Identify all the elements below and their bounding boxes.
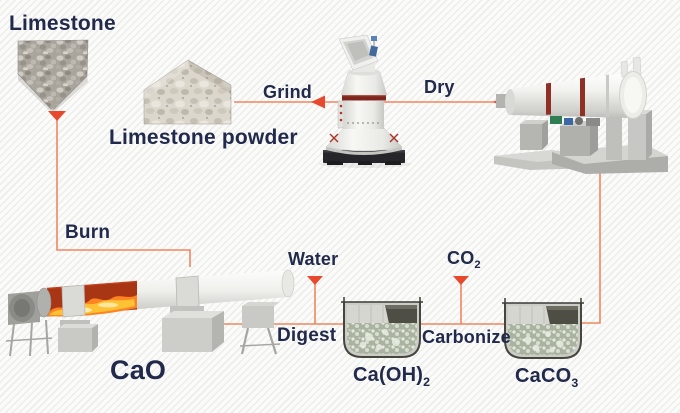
- limestone-powder-pile-image: [143, 59, 232, 125]
- caoh2-subscript: 2: [423, 374, 431, 389]
- grinding-mill-image: [319, 34, 411, 168]
- flow-line-limestone-to-kiln: [56, 118, 191, 267]
- mill-flared-drum: [325, 127, 403, 155]
- carbonation-tank-image: [502, 298, 584, 359]
- dryer-cylinder: [496, 56, 647, 119]
- kiln-supports: [5, 302, 281, 357]
- kiln-left-end: [8, 287, 52, 325]
- kiln-flame: [46, 280, 138, 317]
- carbonize-step-label: Carbonize: [422, 327, 511, 347]
- dry-step-label: Dry: [424, 77, 455, 97]
- cao-label: CaO: [110, 355, 167, 385]
- caoh2-formula: Ca(OH): [353, 364, 424, 386]
- caco3-formula: CaCO: [515, 365, 572, 387]
- arrow-down-water-icon: [307, 276, 323, 285]
- mill-mid-cylinder: [337, 95, 386, 129]
- dryer-drive-motors: [550, 116, 600, 126]
- burn-step-label: Burn: [65, 222, 111, 243]
- water-input-label: Water: [288, 249, 339, 269]
- caoh2-label: Ca(OH)2: [353, 364, 430, 388]
- tank-liquid: [508, 324, 578, 355]
- limestone-rock-pile-image: [17, 39, 89, 112]
- caco3-subscript: 3: [571, 375, 579, 390]
- digest-step-label: Digest: [277, 325, 337, 346]
- flow-line-tank-to-dryer: [580, 172, 601, 324]
- limestone-label: Limestone: [9, 12, 116, 35]
- mill-hopper: [338, 34, 379, 71]
- grind-step-label: Grind: [263, 82, 312, 102]
- limestone-powder-label: Limestone powder: [109, 126, 298, 149]
- co2-formula: CO: [447, 248, 475, 268]
- tank-liquid: [347, 323, 417, 354]
- mill-cone-top: [340, 62, 388, 96]
- arrow-down-co2-icon: [453, 276, 469, 285]
- digestion-tank-image: [341, 297, 423, 358]
- arrow-left-grind-icon: [311, 95, 325, 109]
- caco3-label: CaCO3: [515, 365, 578, 389]
- co2-subscript: 2: [474, 259, 481, 272]
- rotary-kiln-with-flame-image: [5, 269, 295, 357]
- co2-input-label: CO2: [447, 248, 481, 271]
- rotary-dryer-image: [494, 56, 668, 174]
- arrow-down-limestone-icon: [48, 111, 66, 121]
